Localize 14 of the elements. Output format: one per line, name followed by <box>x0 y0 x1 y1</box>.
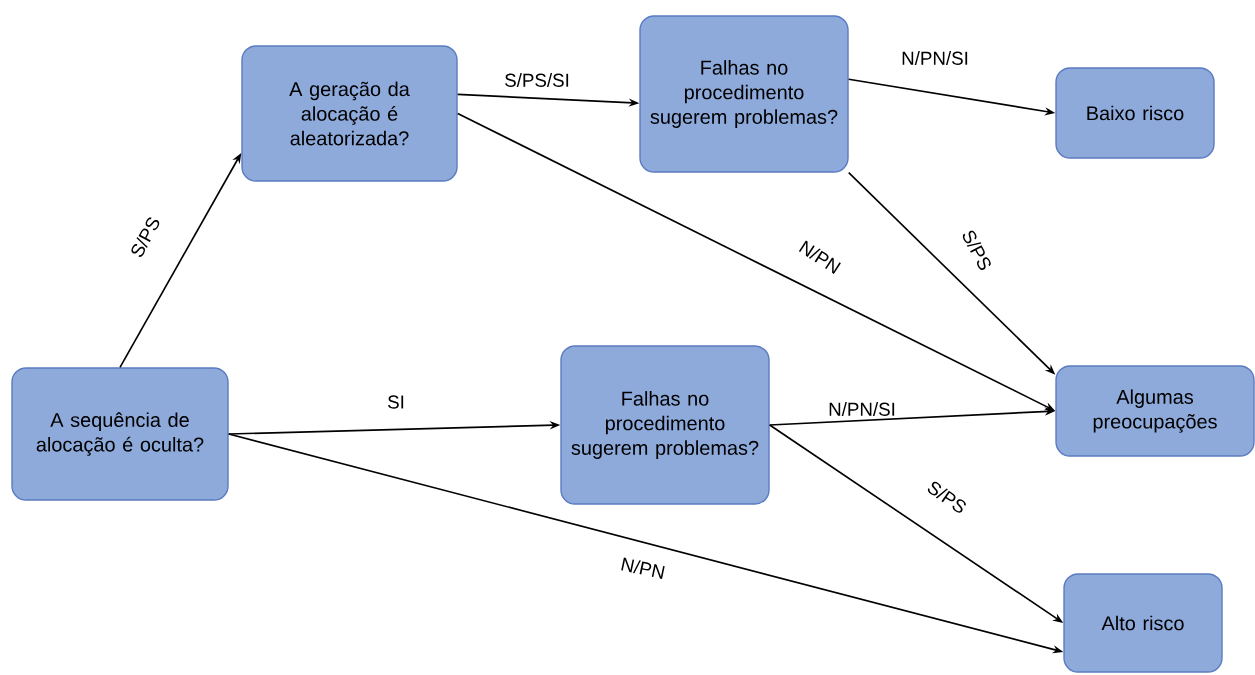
edge-label: S/PS <box>962 230 991 270</box>
edge-label: N/PN <box>621 557 665 579</box>
process-box: Alto risco <box>1063 573 1223 673</box>
edge-label: SI <box>388 395 404 409</box>
process-box: Falhas no procedimento sugerem problemas? <box>639 15 849 173</box>
edge-label: S/PS <box>131 217 160 257</box>
process-box: Baixo risco <box>1055 67 1215 159</box>
process-box: Falhas no procedimento sugerem problemas? <box>560 345 770 505</box>
process-box: A geração da alocação é aleatorizada? <box>241 45 458 182</box>
process-box: Algumas preocupações <box>1055 365 1255 457</box>
edge-label: N/PN/SI <box>902 51 968 65</box>
edge-label: S/PS/SI <box>505 73 569 87</box>
process-box: A sequência de alocação é oculta? <box>11 367 229 501</box>
edge-label: N/PN/SI <box>829 402 895 416</box>
